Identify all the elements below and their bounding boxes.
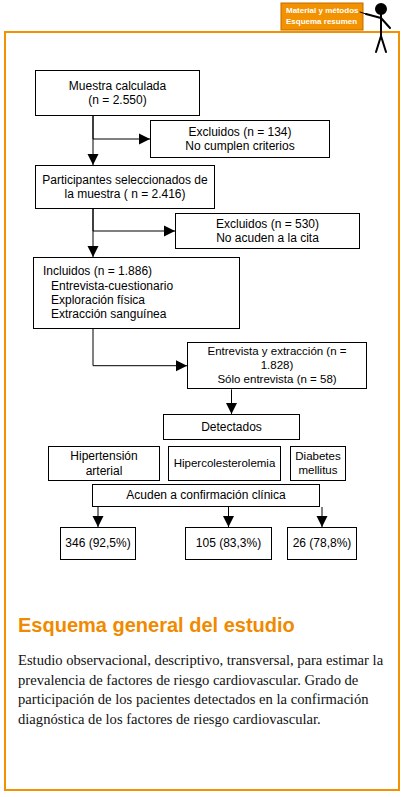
flow-arrow [93,116,150,139]
result-box: 346 (92,5%) [60,527,136,560]
flow-arrow [93,329,187,366]
box-heading: 26 (78,8%) [293,536,352,550]
exclusion-box: Excluidos (n = 530)No acuden a la cita [175,213,360,249]
result-box: 26 (78,8%) [287,527,357,560]
box-text: Sólo entrevista (n = 58) [217,373,336,387]
box-text: Extracción sanguínea [37,307,166,321]
category-box: Diabetes mellitus [290,446,346,481]
figure-pointer [360,12,366,14]
flow-arrow [322,507,323,527]
box-heading: Participantes seleccionados de la muestr… [41,173,209,202]
box-heading: Excluidos (n = 530) [216,217,319,231]
box-heading: Muestra calculada (n = 2.550) [64,79,172,108]
process-box: Entrevista y extracción (n = 1.828)Sólo … [187,342,367,389]
box-heading: 105 (83,3%) [196,536,261,550]
process-box: Incluidos (n = 1.886)Entrevista-cuestion… [33,257,240,329]
flow-arrow [228,507,229,527]
box-text: Exploración física [37,293,145,307]
process-box: Participantes seleccionados de la muestr… [35,165,215,209]
process-box: Acuden a confirmación clínica [92,484,320,507]
figure-arm [381,18,390,28]
orange-frame [5,32,399,790]
figure-title: Esquema general del estudio [18,614,295,637]
box-heading: Excluidos (n = 134) [188,125,291,139]
box-heading: Incluidos (n = 1.886) [37,264,152,278]
figure-arm [366,14,381,18]
box-heading: Detectados [201,420,262,434]
process-box: Muestra calculada (n = 2.550) [35,70,200,116]
box-text: No cumplen criterios [185,139,294,153]
section-label: Material y métodos [286,6,358,15]
section-label: Esquema resumen [286,17,357,26]
exclusion-box: Excluidos (n = 134)No cumplen criterios [150,120,330,158]
flow-arrow [93,209,175,231]
box-heading: Hipertensión arterial [54,449,154,478]
figure-leg [376,36,381,52]
box-heading: Hipercolesterolemia [174,457,276,471]
box-heading: Diabetes mellitus [294,450,342,478]
figure-head [376,4,386,14]
flow-arrow [98,507,99,527]
result-box: 105 (83,3%) [185,527,272,560]
figure-caption: Estudio observacional, descriptivo, tran… [18,651,390,729]
section-tab [281,3,363,30]
figure-leg [381,36,386,52]
box-heading: Acuden a confirmación clínica [126,488,285,502]
box-heading: Entrevista y extracción (n = 1.828) [191,345,363,373]
category-box: Hipercolesterolemia [168,446,281,481]
pointing-figure [360,4,390,52]
box-text: Entrevista-cuestionario [37,279,173,293]
flow-arrow [93,209,94,257]
box-heading: 346 (92,5%) [65,536,130,550]
category-box: Hipertensión arterial [48,446,160,481]
box-text: No acuden a la cita [216,231,319,245]
group-box: Detectados [163,414,300,440]
flow-arrow [93,116,94,165]
flow-arrow [231,389,232,414]
